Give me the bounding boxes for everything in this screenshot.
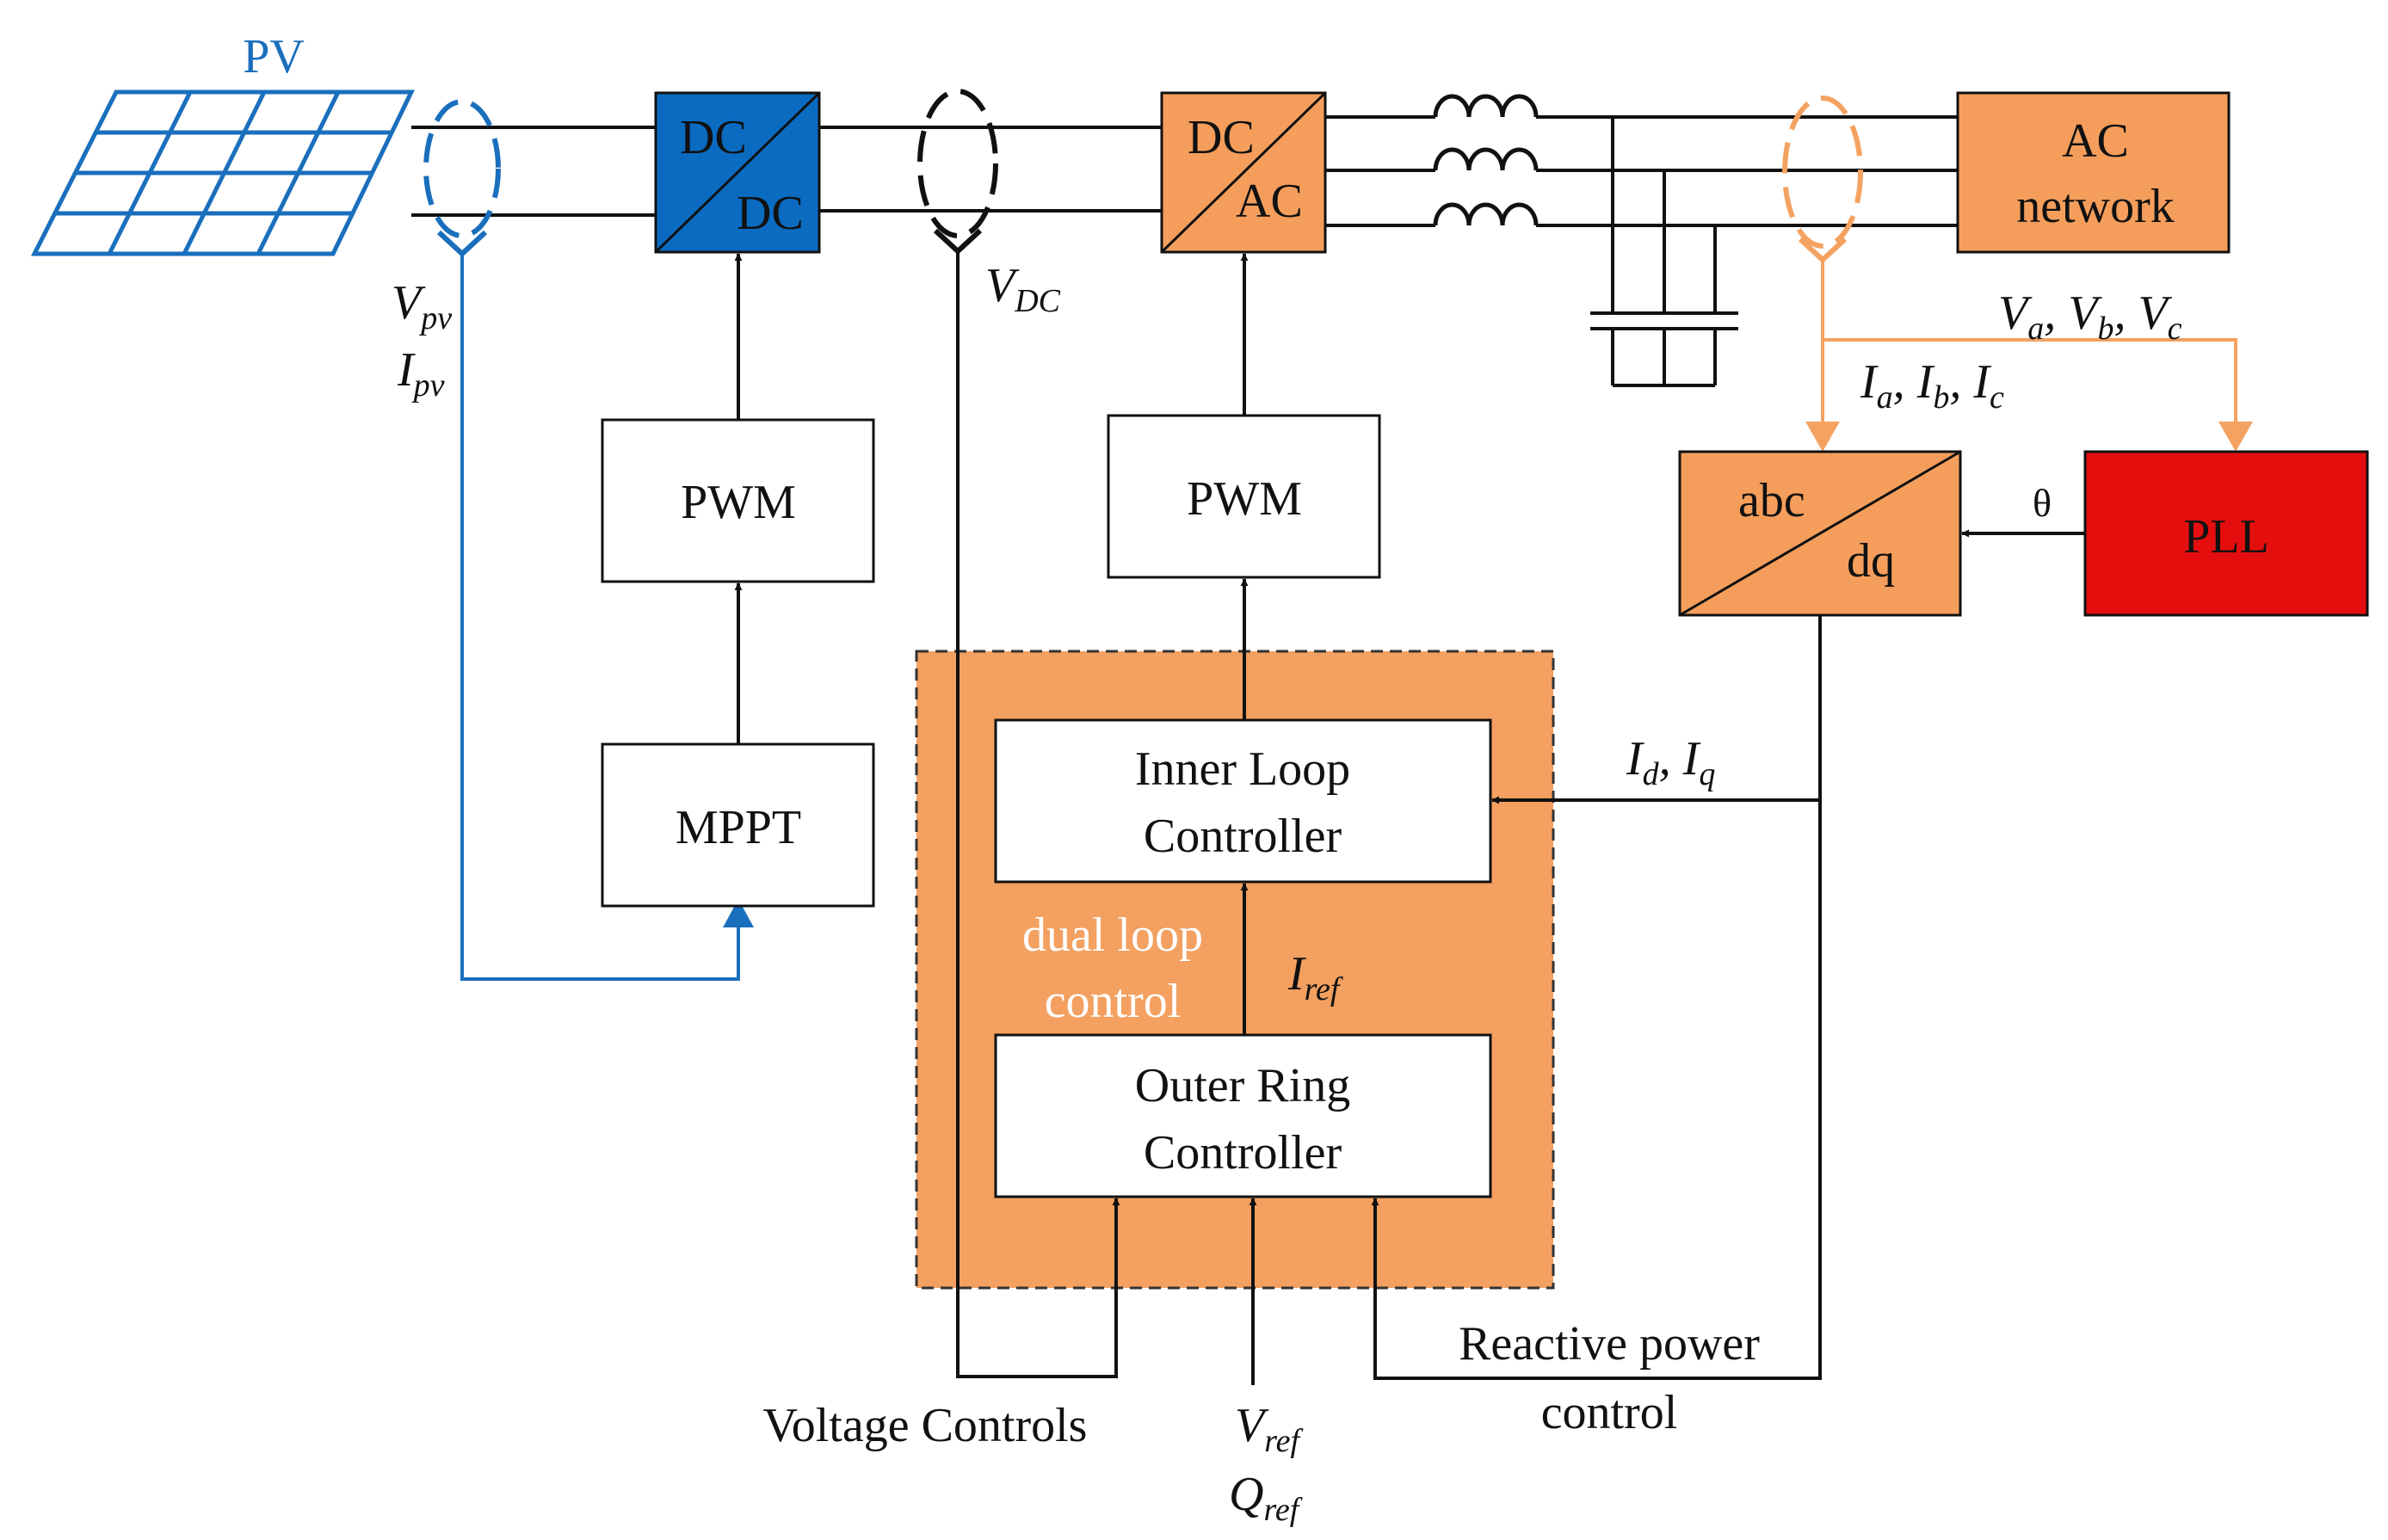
abc-dq-transform-block: abc dq [1678, 450, 1962, 617]
outer-ring-line1: Outer Ring [1135, 1059, 1350, 1112]
ipv-label: Ipv [397, 343, 445, 403]
ac-network-line1: AC [2062, 114, 2129, 168]
dc-link-bus [819, 126, 1162, 213]
dual-loop-line2: control [1045, 975, 1182, 1028]
voltage-controls-label: Voltage Controls [763, 1399, 1088, 1452]
mppt-input-arrow [723, 899, 754, 927]
ac-network-line2: network [2016, 180, 2175, 233]
pv-label: PV [243, 30, 305, 83]
outer-ring-controller: Outer Ring Controller [994, 1033, 1492, 1198]
inner-loop-line1: Inner Loop [1135, 742, 1350, 796]
abc-dq-input-arrow [1805, 422, 1840, 452]
reactive-power-line2: control [1541, 1386, 1678, 1439]
pv-dc-bus [411, 126, 656, 217]
outer-ring-line2: Controller [1144, 1126, 1342, 1180]
filter-capacitor-icons [1590, 117, 1738, 387]
pwm-right-label: PWM [1187, 472, 1302, 526]
dq-label: dq [1847, 534, 1895, 588]
pwm-left-label: PWM [681, 476, 796, 529]
dc-ac-top-label: DC [1188, 111, 1255, 164]
idq-label: Id, Iq [1626, 732, 1715, 792]
inner-loop-controller: Inner Loop Controller [994, 718, 1492, 884]
signal-arrows [734, 251, 1822, 1385]
pll-input-arrow [2218, 422, 2253, 452]
reactive-power-line1: Reactive power [1459, 1317, 1760, 1371]
abc-label: abc [1738, 474, 1805, 527]
ac-sensor-icon [1782, 95, 1863, 264]
dc-link-sensor-icon [917, 89, 998, 256]
iref-label: Iref [1287, 947, 1343, 1007]
pwm-right-block: PWM [1107, 414, 1381, 579]
ac-network-block: AC network [1956, 91, 2231, 254]
filter-inductor-icons [1433, 94, 1539, 226]
vdc-label: VDC [985, 259, 1061, 319]
pll-block: PLL [2083, 450, 2369, 617]
three-phase-lines [1325, 115, 1958, 227]
pwm-left-block: PWM [601, 418, 875, 583]
theta-label: θ [2033, 481, 2052, 525]
mppt-label: MPPT [676, 801, 801, 854]
inner-loop-line2: Controller [1144, 810, 1342, 863]
dc-dc-bottom-label: DC [737, 187, 804, 240]
iabc-label: Ia, Ib, Ic [1860, 355, 2004, 416]
dc-dc-converter: DC DC [654, 91, 821, 254]
dc-dc-top-label: DC [680, 111, 747, 164]
pv-sensor-icon [423, 99, 501, 258]
dc-ac-inverter: DC AC [1160, 91, 1327, 254]
pll-label: PLL [2183, 510, 2269, 564]
vabc-label: Va, Vb, Vc [1998, 286, 2182, 347]
qref-label: Qref [1229, 1468, 1303, 1528]
dc-ac-bottom-label: AC [1236, 175, 1303, 228]
vpv-label: Vpv [392, 276, 452, 336]
pv-panel-icon [30, 89, 415, 256]
vref-label: Vref [1235, 1399, 1303, 1459]
ac-measurement-lines [1821, 260, 2237, 422]
dual-loop-line1: dual loop [1022, 909, 1203, 962]
pv-measurement-line [460, 254, 740, 981]
mppt-block: MPPT [601, 742, 875, 908]
